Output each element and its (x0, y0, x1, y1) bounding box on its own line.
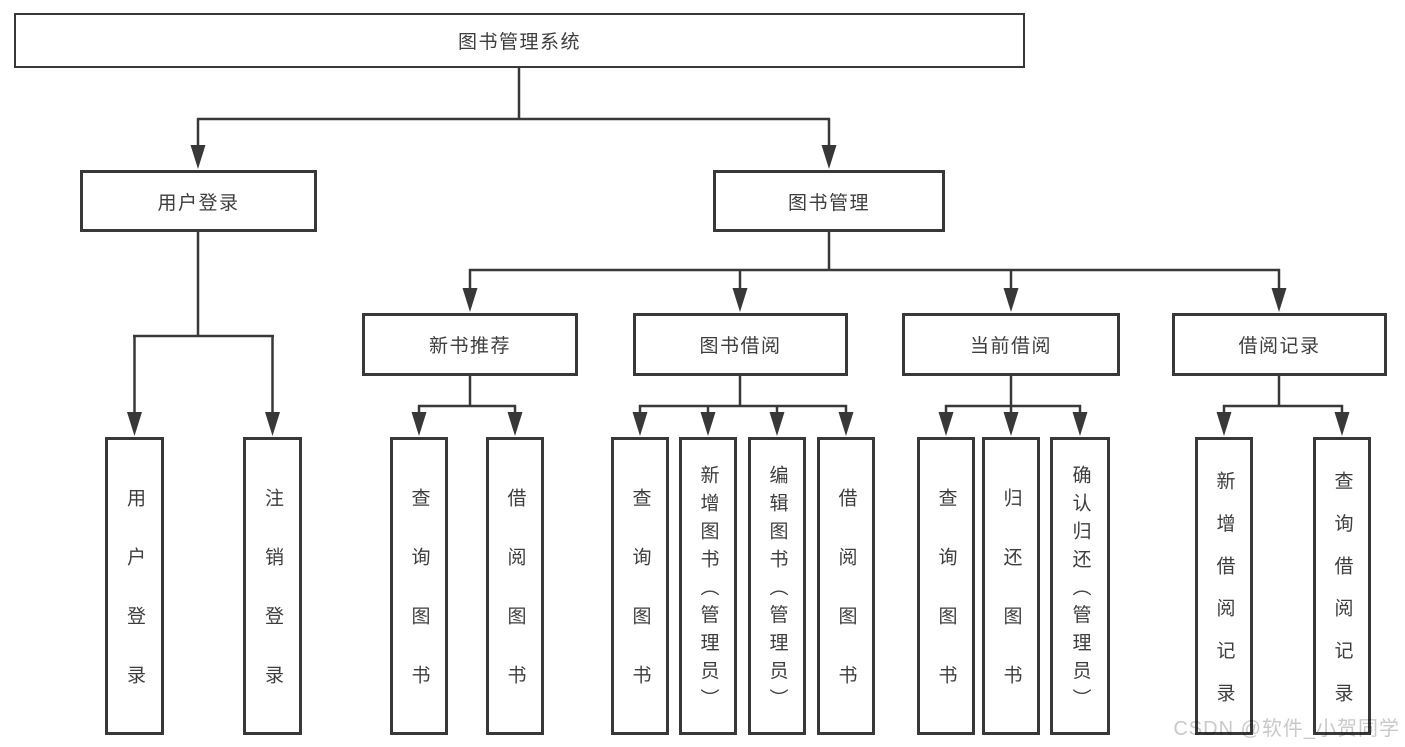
node-label: 图书管理 (787, 192, 870, 214)
leaf-query-books-borrowing: 查询图书 (611, 437, 669, 735)
node-book-borrowing: 图书借阅 (633, 313, 848, 376)
leaf-label: 查询借阅记录 (1331, 470, 1353, 725)
leaf-label: 借阅图书 (835, 488, 857, 724)
node-book-management: 图书管理 (713, 170, 945, 232)
leaf-add-books-admin: 新增图书（管理员） (679, 437, 737, 735)
leaf-label: 编辑图书（管理员） (766, 464, 788, 716)
leaf-label: 归还图书 (1000, 488, 1022, 724)
leaf-query-books-recommend: 查询图书 (390, 437, 448, 735)
node-new-book-recommend: 新书推荐 (362, 313, 578, 376)
node-current-borrowing: 当前借阅 (902, 313, 1120, 376)
leaf-query-borrow-record: 查询借阅记录 (1313, 437, 1371, 735)
node-label: 当前借阅 (969, 336, 1052, 357)
node-label: 图书借阅 (699, 336, 782, 357)
leaf-label: 新增借阅记录 (1213, 470, 1235, 725)
node-label: 新书推荐 (428, 336, 511, 357)
node-user-login: 用户登录 (80, 170, 317, 232)
leaf-label: 确认归还（管理员） (1069, 464, 1091, 716)
arrowhead-icons (127, 145, 1350, 436)
node-label: 借阅记录 (1238, 336, 1321, 357)
leaf-logout: 注销登录 (243, 437, 302, 735)
leaf-label: 查询图书 (935, 488, 957, 724)
leaf-confirm-return-admin: 确认归还（管理员） (1050, 437, 1110, 735)
leaf-label: 查询图书 (408, 488, 430, 724)
leaf-user-login: 用户登录 (105, 437, 164, 735)
csdn-watermark: CSDN @软件_小贺同学 (1173, 718, 1400, 740)
leaf-borrow-books: 借阅图书 (817, 437, 875, 735)
leaf-label: 借阅图书 (504, 488, 526, 724)
node-library-system: 图书管理系统 (14, 13, 1025, 68)
node-borrow-records: 借阅记录 (1172, 313, 1387, 376)
leaf-return-books: 归还图书 (982, 437, 1040, 735)
node-label: 用户登录 (157, 192, 240, 214)
leaf-add-borrow-record: 新增借阅记录 (1195, 437, 1253, 735)
leaf-query-books-current: 查询图书 (917, 437, 975, 735)
leaf-borrow-books-recommend: 借阅图书 (486, 437, 544, 735)
node-label: 图书管理系统 (457, 32, 581, 53)
leaf-label: 用户登录 (124, 488, 145, 724)
leaf-label: 查询图书 (629, 488, 651, 724)
leaf-edit-books-admin: 编辑图书（管理员） (748, 437, 806, 735)
leaf-label: 新增图书（管理员） (697, 464, 719, 716)
leaf-label: 注销登录 (262, 488, 283, 724)
